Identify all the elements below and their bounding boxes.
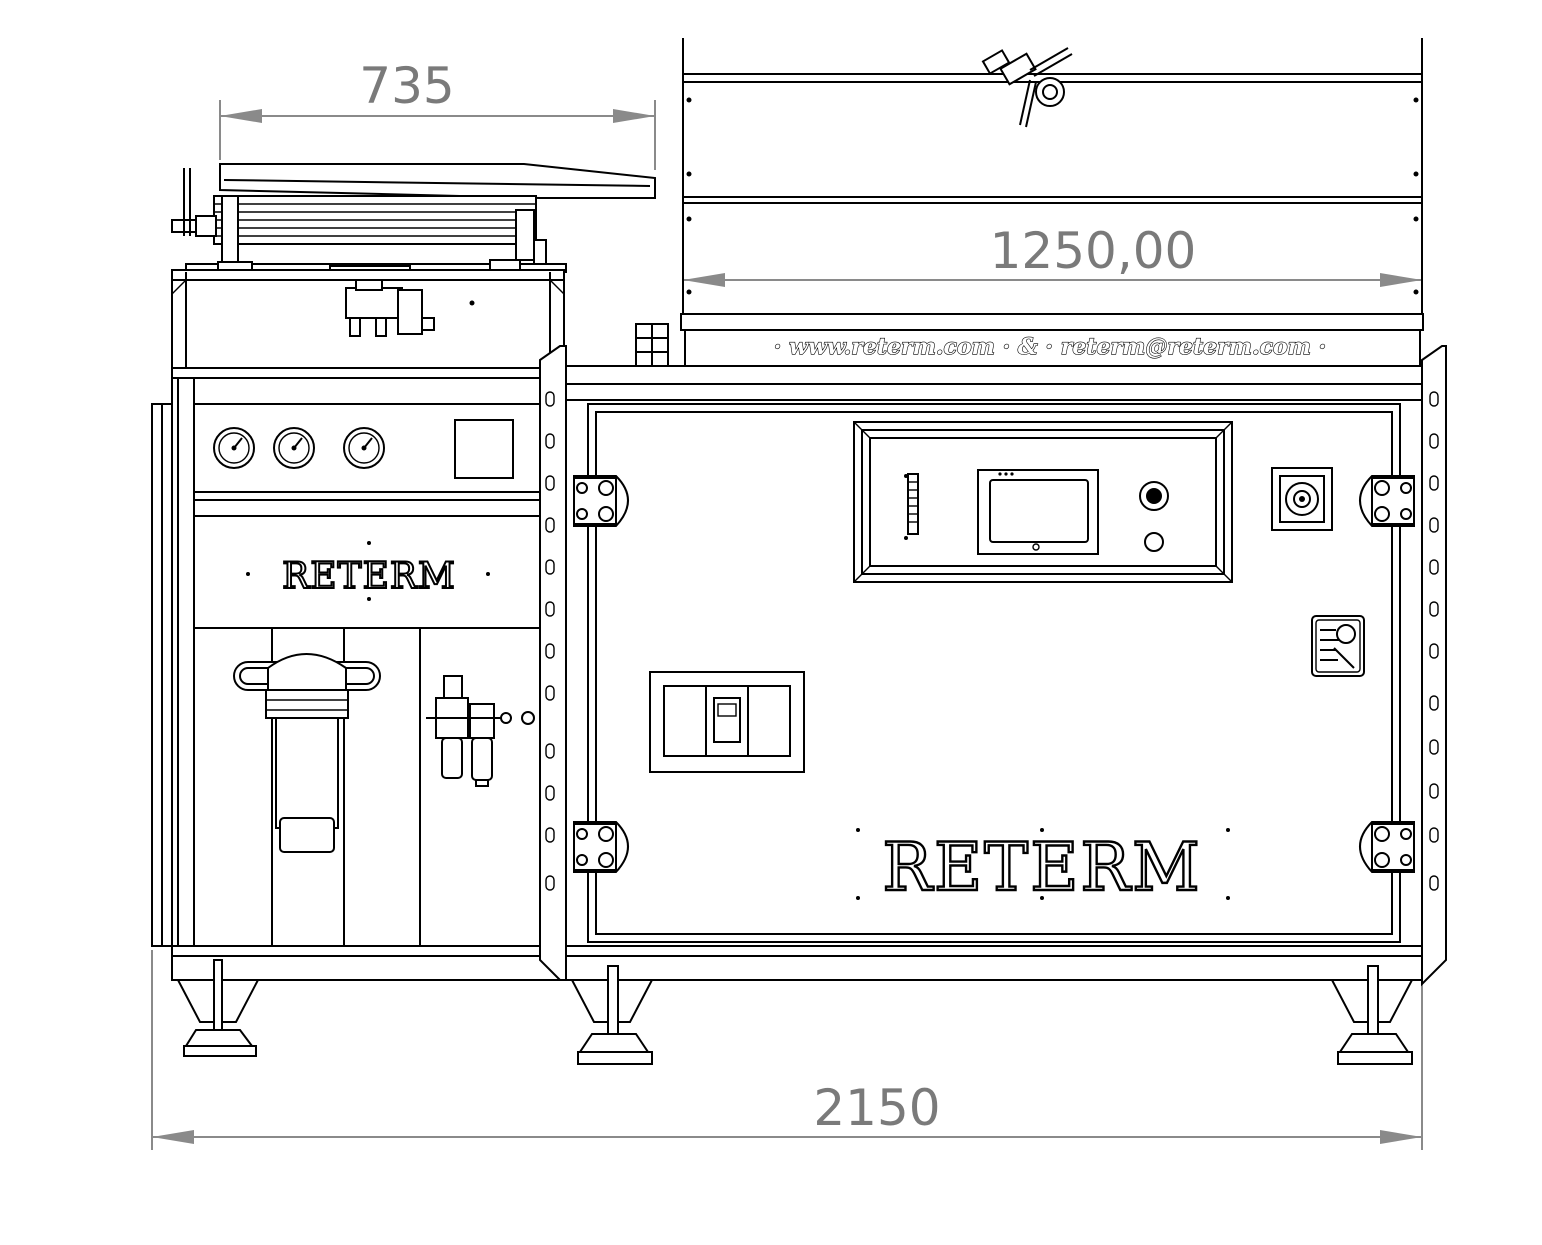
contact-strip: · www.reterm.com · & · reterm@reterm.com… bbox=[773, 333, 1327, 360]
filter-icon bbox=[233, 653, 381, 853]
solenoid-valve-icon bbox=[345, 279, 435, 337]
brand-plate-large: RETERM bbox=[856, 828, 1230, 907]
dimension-label-735: 735 bbox=[359, 57, 454, 115]
brand-large: RETERM bbox=[882, 829, 1201, 906]
maintenance-icon bbox=[1311, 615, 1365, 677]
led-bar-icon bbox=[904, 473, 919, 540]
contact-line: · www.reterm.com · & · reterm@reterm.com… bbox=[774, 334, 1327, 360]
emergency-stop-icon bbox=[1271, 467, 1333, 531]
pressure-gauge-icon bbox=[213, 427, 255, 469]
air-regulator-icon bbox=[426, 675, 535, 787]
hood-connector bbox=[635, 323, 669, 367]
hinge-icon bbox=[573, 821, 629, 873]
main-switch bbox=[649, 671, 805, 773]
leveling-foot bbox=[1330, 965, 1414, 1065]
dimension-1250: 1250,00 bbox=[683, 222, 1422, 287]
hinge-icon bbox=[1359, 475, 1415, 527]
pressure-gauge-icon bbox=[273, 427, 315, 469]
selector-knob-icon bbox=[1139, 481, 1169, 552]
oven-hood bbox=[680, 38, 1424, 365]
hood-handle-icon bbox=[981, 47, 1073, 128]
indicator-window bbox=[454, 419, 514, 479]
dimension-label-2150: 2150 bbox=[813, 1079, 940, 1137]
leveling-foot bbox=[570, 965, 654, 1065]
leveling-foot bbox=[176, 959, 260, 1057]
brand-plate-small: RETERM bbox=[246, 541, 490, 601]
dimension-2150: 2150 bbox=[151, 950, 1423, 1150]
left-post bbox=[539, 345, 567, 981]
hinge-icon bbox=[1359, 821, 1415, 873]
dimension-label-1250: 1250,00 bbox=[990, 222, 1197, 280]
clamp-frame bbox=[171, 163, 656, 273]
right-post bbox=[1421, 345, 1447, 987]
hinge-icon bbox=[573, 475, 629, 527]
dimension-735: 735 bbox=[219, 57, 656, 170]
brand-small: RETERM bbox=[282, 556, 456, 597]
pressure-gauge-icon bbox=[343, 427, 385, 469]
touch-screen bbox=[977, 469, 1099, 555]
